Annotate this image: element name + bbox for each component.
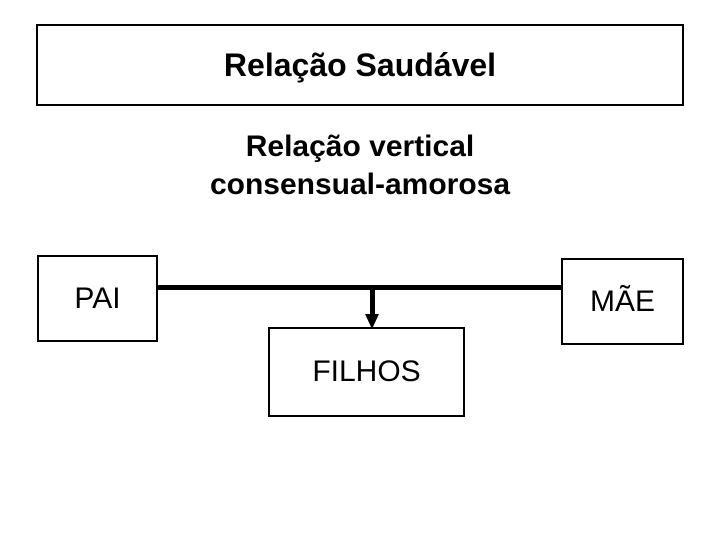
node-filhos-label: FILHOS <box>312 355 421 388</box>
node-pai: PAI <box>37 255 158 342</box>
down-arrow-head-icon <box>365 314 379 329</box>
down-arrow-shaft <box>370 287 375 316</box>
node-mae: MÃE <box>561 258 684 345</box>
node-mae-label: MÃE <box>589 284 655 318</box>
title-box: Relação Saudável <box>36 24 684 106</box>
subtitle: Relação vertical consensual-amorosa <box>36 128 684 204</box>
page-title: Relação Saudável <box>223 47 497 83</box>
subtitle-line-1: Relação vertical <box>245 130 475 163</box>
subtitle-line-2: consensual-amorosa <box>209 168 511 201</box>
node-pai-label: PAI <box>74 281 121 315</box>
horizontal-line-pai-mae <box>157 285 563 290</box>
node-filhos: FILHOS <box>268 327 465 417</box>
